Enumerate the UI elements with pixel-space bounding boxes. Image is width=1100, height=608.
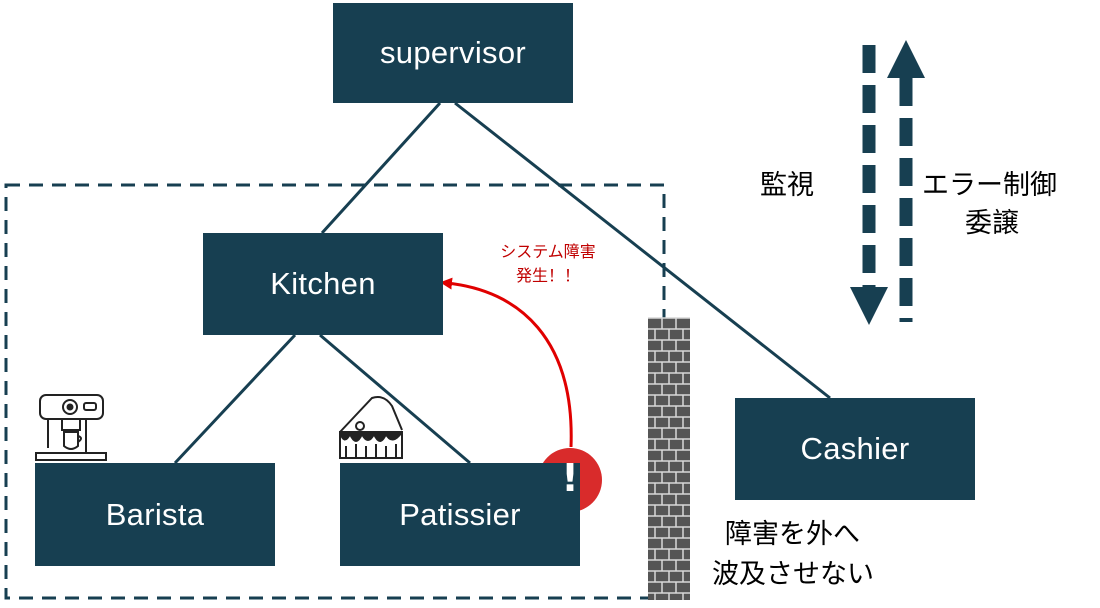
system-failure-line2: 発生！！ xyxy=(515,266,580,285)
failure-arrow xyxy=(440,277,573,448)
patissier-node: Patissier xyxy=(340,463,580,566)
edge-supervisor-kitchen xyxy=(320,101,442,235)
monitor-arrow xyxy=(850,45,888,325)
error-delegation-arrow xyxy=(887,40,925,322)
brick-wall xyxy=(648,317,690,600)
cake-icon xyxy=(339,396,403,459)
error-control-label: エラー制御 xyxy=(922,170,1057,201)
alert-badge-mark: ! xyxy=(561,456,579,500)
isolation-label-line2: 波及させない xyxy=(712,559,874,590)
coffee-machine-icon xyxy=(35,394,107,461)
barista-node: Barista xyxy=(35,463,275,566)
supervisor-node: supervisor xyxy=(333,3,573,103)
isolation-label-line1: 障害を外へ xyxy=(725,519,860,550)
system-failure-label: システム障害 発生！！ xyxy=(478,240,618,288)
edge-supervisor-cashier xyxy=(454,101,831,400)
system-failure-line1: システム障害 xyxy=(500,242,596,261)
delegation-label: 委譲 xyxy=(965,208,1019,239)
edge-kitchen-patissier xyxy=(319,333,471,465)
cashier-node: Cashier xyxy=(735,398,975,500)
monitor-label: 監視 xyxy=(760,170,814,201)
edge-kitchen-barista xyxy=(173,333,297,465)
kitchen-node: Kitchen xyxy=(203,233,443,335)
